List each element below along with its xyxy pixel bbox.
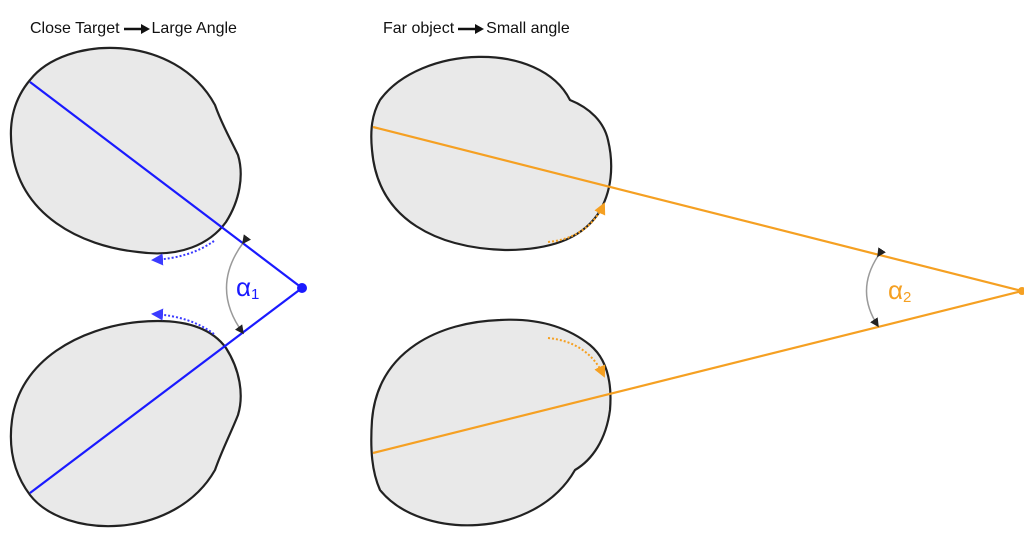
eye-bottom-left (9, 319, 242, 528)
sight-line-bottom-right (372, 289, 1023, 455)
sight-line-top-right (372, 125, 1023, 293)
caption-arrow-icon (123, 24, 150, 34)
angle-label-alpha-1: α1 (236, 274, 259, 308)
caption-far-object-text: Far object (383, 20, 455, 37)
caption-close-target-text: Close Target (30, 20, 120, 37)
eye-top-left (9, 46, 242, 255)
caption-small-angle-text: Small angle (486, 20, 570, 37)
angle-index-right: 2 (903, 289, 912, 306)
angle-label-alpha-2: α2 (888, 277, 911, 311)
rotation-arrow-top-right (547, 202, 606, 243)
angle-arc-right (865, 247, 886, 328)
caption-far-object: Far object Small angle (383, 20, 570, 38)
rotation-arrow-bottom-left (151, 308, 215, 335)
caption-close-target: Close Target Large Angle (30, 20, 237, 38)
rotation-arrow-bottom-right (547, 337, 606, 378)
target-point-right (1018, 287, 1024, 295)
caption-large-angle-text: Large Angle (151, 20, 237, 37)
angle-symbol-left: α (236, 272, 252, 302)
sight-line-top-left (29, 81, 303, 289)
rotation-arrow-top-left (151, 240, 215, 266)
angle-symbol-right: α (888, 275, 904, 305)
caption-arrow-icon (458, 24, 485, 34)
angle-index-left: 1 (251, 286, 260, 303)
target-point-left (297, 283, 307, 293)
sight-line-bottom-left (29, 287, 303, 494)
eye-top-right (370, 55, 613, 252)
angle-arc-left (225, 234, 252, 335)
